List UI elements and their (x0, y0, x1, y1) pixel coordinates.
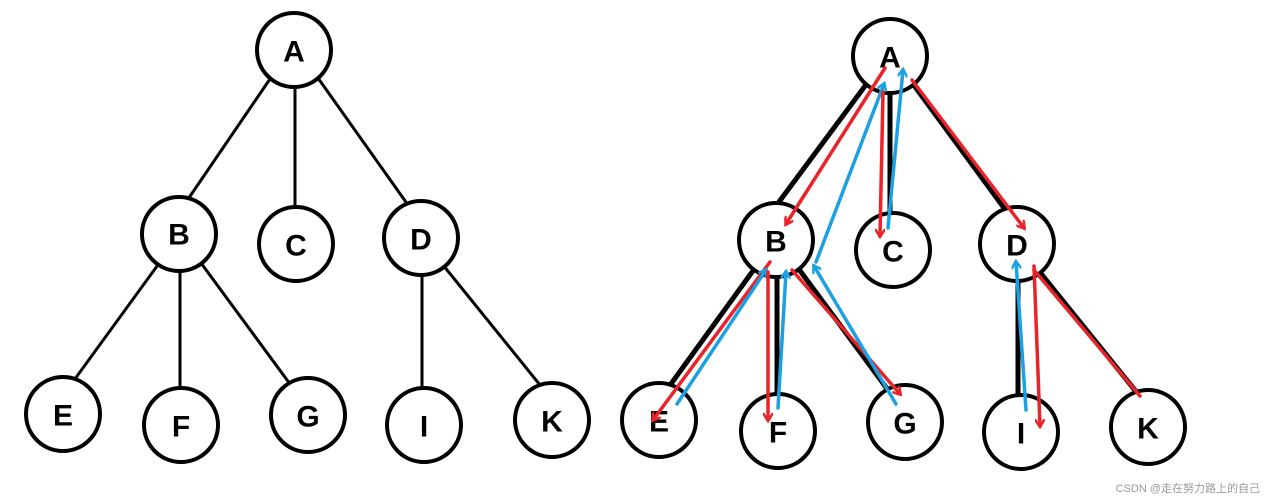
left-node-k-label: K (541, 406, 563, 439)
right-node-f-label: F (769, 417, 787, 450)
left-tree-edges (70, 75, 542, 392)
left-node-f-label: F (172, 411, 190, 444)
left-node-i-label: I (420, 411, 428, 444)
arrow-red-d-to-k (1032, 268, 1142, 398)
arrow-blue-e-to-b (675, 270, 766, 406)
arrow-blue-c-to-a (886, 70, 903, 230)
right-node-a: A (851, 17, 929, 95)
right-node-i: I (982, 393, 1060, 471)
right-node-c-label: C (882, 236, 904, 269)
right-node-c: C (854, 211, 932, 289)
left-edge-d-k (441, 264, 542, 386)
arrow-blue-g-to-b (814, 266, 898, 406)
left-node-c-label: C (285, 230, 307, 263)
traversal-arrows (653, 66, 1142, 426)
right-edge-a-d (910, 82, 1010, 214)
left-node-d: D (382, 199, 460, 277)
right-node-a-label: A (879, 42, 901, 75)
right-edge-b-e (665, 266, 758, 390)
left-edge-a-d (316, 77, 410, 206)
left-edge-b-e (70, 261, 162, 384)
right-tree: A B C D E F G (620, 17, 1187, 471)
arrow-red-a-to-d (910, 78, 1024, 228)
right-edge-a-b (770, 80, 871, 212)
left-node-d-label: D (410, 224, 432, 257)
left-node-g: G (269, 376, 347, 454)
arrow-red-a-to-b (786, 66, 887, 224)
arrow-red-d-to-i (1032, 264, 1040, 426)
right-tree-nodes: A B C D E F G (620, 17, 1187, 471)
left-node-e: E (24, 375, 102, 453)
arrow-red-a-to-c (880, 90, 883, 236)
arrow-blue-b-to-a (814, 84, 884, 264)
left-node-f: F (142, 386, 220, 464)
watermark-text: CSDN @走在努力路上的自己 (1115, 483, 1260, 495)
right-node-k: K (1109, 388, 1187, 466)
right-node-g: G (866, 383, 944, 461)
arrow-blue-f-to-b (776, 272, 786, 410)
left-tree: A B C D E F G (24, 11, 591, 464)
right-node-g-label: G (893, 408, 916, 441)
right-node-d-label: D (1006, 230, 1028, 263)
left-tree-nodes: A B C D E F G (24, 11, 591, 464)
arrow-blue-i-to-d (1016, 262, 1028, 412)
left-node-e-label: E (53, 400, 73, 433)
arrow-red-b-to-e (653, 260, 772, 420)
left-node-i: I (385, 386, 463, 464)
left-node-c: C (257, 205, 335, 283)
left-node-b-label: B (168, 219, 190, 252)
right-node-b-label: B (765, 226, 787, 259)
left-node-k: K (513, 381, 591, 459)
left-node-a-label: A (283, 36, 305, 69)
right-node-b: B (737, 201, 815, 279)
arrow-red-b-to-g (790, 268, 900, 394)
right-node-k-label: K (1137, 413, 1159, 446)
left-node-b: B (140, 195, 218, 273)
left-node-a: A (255, 11, 333, 89)
left-edge-b-g (199, 262, 292, 385)
right-node-i-label: I (1017, 418, 1025, 451)
left-edge-a-b (180, 75, 274, 209)
left-node-g-label: G (296, 401, 319, 434)
